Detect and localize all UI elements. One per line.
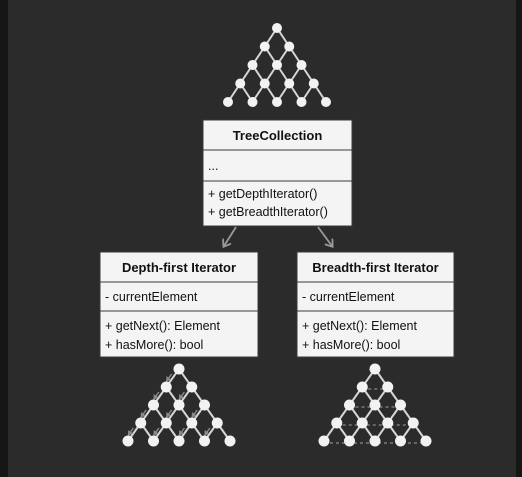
breadth-iterator-methods-section [296,310,455,358]
breadth-iterator-field: - currentElement [302,290,395,304]
tree-node [122,435,134,447]
tree-node [173,363,185,375]
breadth-first-iterator-class: Breadth-first Iterator - currentElement … [296,251,455,358]
tree-node [284,78,295,89]
breadth-iterator-method: + hasMore(): bool [302,338,400,352]
tree-node [224,435,236,447]
tree-node [344,399,355,411]
tree-node [160,417,172,429]
tree-node [135,417,147,429]
tree-node [272,97,282,107]
right-letterbox-bar [516,0,522,477]
breadth-iterator-header [296,251,455,283]
tree-node [420,435,432,447]
tree-node [321,97,331,107]
tree-node [148,435,159,447]
tree-node [356,417,368,429]
depth-iterator-title: Depth-first Iterator [122,260,236,275]
traversal-arrow [191,409,198,418]
depth-iterator-methods-section [99,310,259,358]
tree-node [308,78,319,89]
depth-first-traversal-icon [122,363,236,447]
breadth-iterator-method: + getNext(): Element [302,319,418,333]
tree-node [211,417,223,429]
tree-node [382,417,394,429]
tree-node [247,60,258,70]
tree-node [395,399,406,411]
tree-node [369,399,381,411]
tree-node [356,381,368,393]
tree-node [369,363,381,375]
depth-first-iterator-class: Depth-first Iterator - currentElement + … [99,251,259,358]
tree-collection-method: + getDepthIterator() [208,187,317,201]
tree-node [235,78,246,89]
tree-node [148,399,159,411]
tree-node [331,417,343,429]
tree-node [186,417,198,429]
breadth-iterator-fields-section [296,281,455,312]
tree-node [272,23,282,33]
tree-node [173,399,185,411]
tree-collection-method: + getBreadthIterator() [208,205,328,219]
tree-collection-methods-section [202,180,353,227]
tree-node [259,41,270,52]
traversal-arrow [127,427,134,436]
tree-collection-fields-section [202,149,353,182]
traversal-arrow [153,427,160,436]
tree-node [199,399,210,411]
depth-iterator-method: + hasMore(): bool [105,338,203,352]
depth-iterator-arrow [224,226,237,246]
tree-node [407,417,419,429]
breadth-first-traversal-icon [318,363,432,447]
tree-node [247,97,258,107]
tree-collection-fields: ... [208,159,218,173]
tree-node [369,435,381,447]
depth-iterator-method: + getNext(): Element [105,319,221,333]
traversal-arrow [166,373,173,382]
tree-node [259,78,270,89]
tree-node [318,435,330,447]
tree-node [395,435,406,447]
breadth-iterator-title: Breadth-first Iterator [312,260,438,275]
tree-node [272,60,282,70]
left-letterbox-bar [0,0,8,477]
traversal-arrow [204,427,211,436]
tree-node [173,435,185,447]
tree-collection-title: TreeCollection [233,128,323,143]
traversal-arrow [140,409,147,418]
tree-node [284,41,295,52]
tree-node [382,381,394,393]
tree-node [296,97,307,107]
traversal-arrow [178,427,185,436]
traversal-arrow [153,391,160,400]
tree-node [199,435,210,447]
tree-node [160,381,172,393]
tree-node [186,381,198,393]
tree-node [296,60,307,70]
depth-iterator-field: - currentElement [105,290,198,304]
binary-tree-icon [223,23,331,107]
tree-node [344,435,355,447]
traversal-arrow [178,391,185,400]
traversal-arrow [166,409,173,418]
tree-collection-class: TreeCollection ... + getDepthIterator() … [202,119,353,227]
breadth-iterator-arrow [317,226,332,246]
tree-node [223,97,233,107]
